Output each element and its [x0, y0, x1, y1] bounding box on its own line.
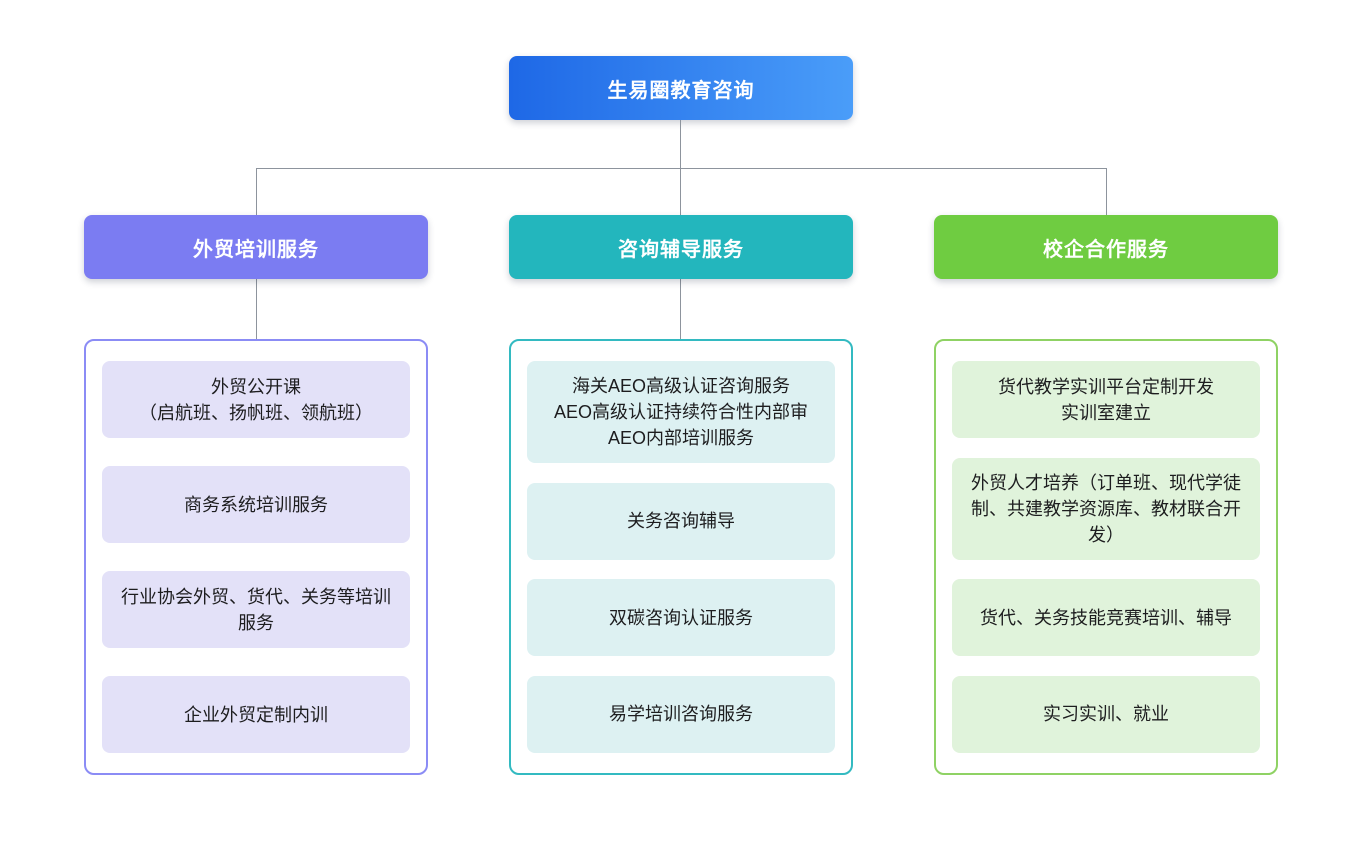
service-item: 外贸人才培养（订单班、现代学徒制、共建教学资源库、教材联合开发）: [952, 457, 1260, 560]
service-item: 易学培训咨询服务: [527, 675, 835, 753]
service-item: 货代教学实训平台定制开发 实训室建立: [952, 361, 1260, 438]
branch-header-label: 校企合作服务: [1043, 238, 1169, 261]
root-node: 生易圈教育咨询: [509, 56, 853, 120]
connector-drop-middle: [680, 168, 681, 215]
connector-horizontal-bus: [256, 168, 1106, 169]
connector-root-riser: [680, 120, 681, 168]
branch-container-foreign-trade-training: 外贸公开课 （启航班、扬帆班、领航班） 商务系统培训服务 行业协会外贸、货代、关…: [84, 339, 428, 775]
service-item: 行业协会外贸、货代、关务等培训服务: [102, 571, 410, 648]
service-item: 关务咨询辅导: [527, 482, 835, 560]
connector-drop-right: [1106, 168, 1107, 215]
service-item: 海关AEO高级认证咨询服务 AEO高级认证持续符合性内部审 AEO内部培训服务: [527, 361, 835, 463]
branch-header-label: 咨询辅导服务: [618, 238, 744, 261]
service-item: 商务系统培训服务: [102, 466, 410, 543]
branch-container-school-enterprise: 货代教学实训平台定制开发 实训室建立 外贸人才培养（订单班、现代学徒制、共建教学…: [934, 339, 1278, 775]
branch-header-school-enterprise: 校企合作服务: [934, 215, 1278, 279]
service-item: 外贸公开课 （启航班、扬帆班、领航班）: [102, 361, 410, 438]
root-node-title: 生易圈教育咨询: [607, 79, 755, 102]
branch-header-consulting-coaching: 咨询辅导服务: [509, 215, 853, 279]
branch-container-consulting-coaching: 海关AEO高级认证咨询服务 AEO高级认证持续符合性内部审 AEO内部培训服务 …: [509, 339, 853, 775]
service-item: 企业外贸定制内训: [102, 676, 410, 753]
service-item: 实习实训、就业: [952, 675, 1260, 753]
connector-left-header-to-container: [256, 279, 257, 339]
service-item: 双碳咨询认证服务: [527, 579, 835, 657]
branch-header-foreign-trade-training: 外贸培训服务: [84, 215, 428, 279]
connector-drop-left: [256, 168, 257, 215]
service-item: 货代、关务技能竞赛培训、辅导: [952, 579, 1260, 657]
connector-middle-header-to-container: [680, 279, 681, 339]
branch-header-label: 外贸培训服务: [193, 238, 319, 261]
